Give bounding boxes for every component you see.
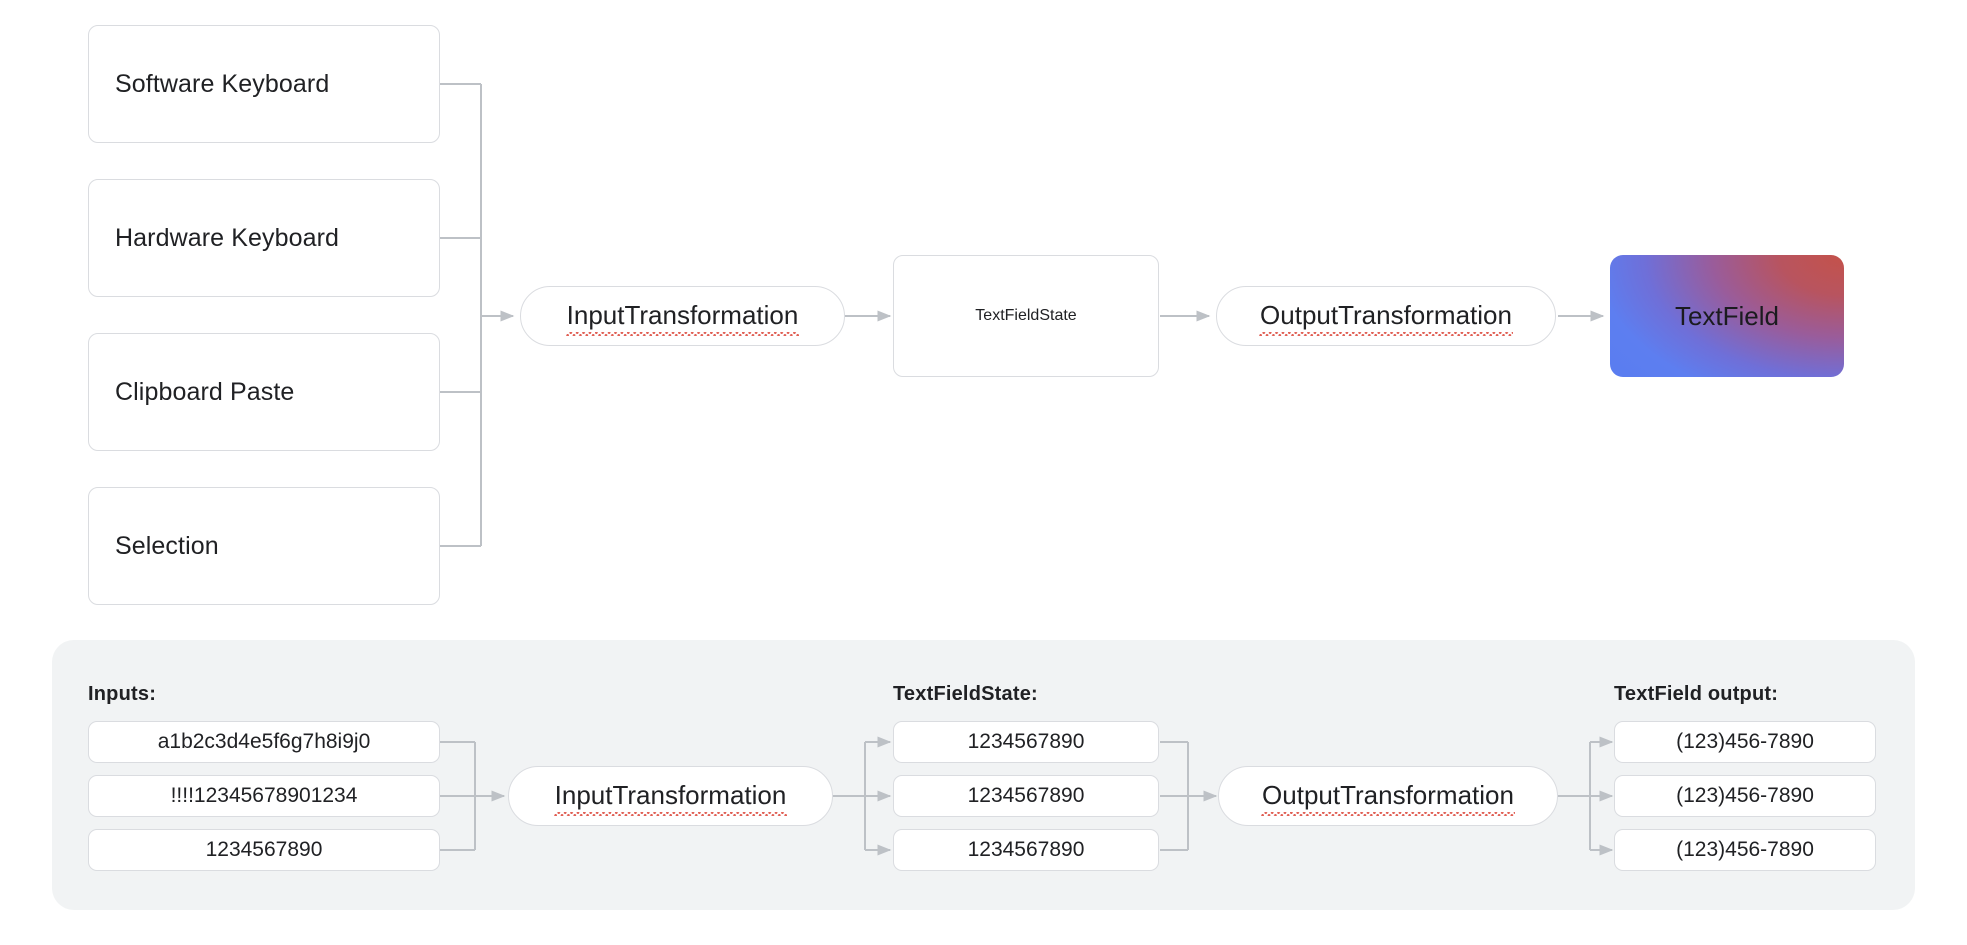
output-column-label: TextField output: xyxy=(1614,683,1779,705)
source-box-clipboard-paste[interactable]: Clipboard Paste xyxy=(88,333,440,451)
input-value-box[interactable]: a1b2c3d4e5f6g7h8i9j0 xyxy=(88,721,440,763)
output-value-box[interactable]: (123)456-7890 xyxy=(1614,721,1876,763)
node-label: InputTransformation xyxy=(565,300,800,336)
node-label: OutputTransformation xyxy=(1259,300,1513,336)
source-box-selection[interactable]: Selection xyxy=(88,487,440,605)
source-label: Selection xyxy=(115,531,219,560)
input-value-box[interactable]: !!!!12345678901234 xyxy=(88,775,440,817)
node-textfield-state[interactable]: TextFieldState xyxy=(893,255,1159,377)
node-label: TextFieldState xyxy=(975,307,1077,324)
panel-node-output-transformation[interactable]: OutputTransformation xyxy=(1218,766,1558,826)
node-label: OutputTransformation xyxy=(1261,780,1515,816)
output-value-box[interactable]: (123)456-7890 xyxy=(1614,829,1876,871)
panel-node-input-transformation[interactable]: InputTransformation xyxy=(508,766,833,826)
state-column-label: TextFieldState: xyxy=(893,683,1038,705)
source-label: Hardware Keyboard xyxy=(115,223,340,252)
output-value-box[interactable]: (123)456-7890 xyxy=(1614,775,1876,817)
node-label: InputTransformation xyxy=(553,780,788,816)
node-label: TextField xyxy=(1674,300,1780,331)
source-box-software-keyboard[interactable]: Software Keyboard xyxy=(88,25,440,143)
node-output-transformation[interactable]: OutputTransformation xyxy=(1216,286,1556,346)
source-label: Clipboard Paste xyxy=(115,377,295,406)
input-value-box[interactable]: 1234567890 xyxy=(88,829,440,871)
state-value-box[interactable]: 1234567890 xyxy=(893,721,1159,763)
node-input-transformation[interactable]: InputTransformation xyxy=(520,286,845,346)
inputs-column-label: Inputs: xyxy=(88,683,157,705)
node-textfield[interactable]: TextField xyxy=(1610,255,1844,377)
source-label: Software Keyboard xyxy=(115,69,330,98)
state-value-box[interactable]: 1234567890 xyxy=(893,775,1159,817)
state-value-box[interactable]: 1234567890 xyxy=(893,829,1159,871)
source-box-hardware-keyboard[interactable]: Hardware Keyboard xyxy=(88,179,440,297)
